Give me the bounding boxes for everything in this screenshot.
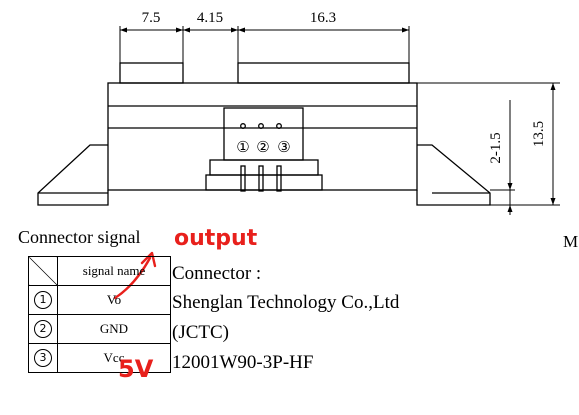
left-top-pad [119,62,184,84]
table-row: 1 Vo [28,285,171,315]
left-flange [37,144,109,206]
table-row: 3 Vcc [28,343,171,373]
dim-height-13-5: 13.5 [531,121,547,147]
right-margin-text: M [563,232,579,251]
signal-name: Vo [57,285,171,315]
dim-7-5: 7.5 [142,10,161,26]
signal-name: GND [57,314,171,344]
connector-company: Shenglan Technology Co.,Ltd [172,292,400,313]
connector-pin-2 [258,165,264,192]
connector-abbr: (JCTC) [172,322,229,343]
pin-label-2: ② [256,138,269,156]
connector-signal-table: signal name 1 Vo 2 GND 3 Vcc [28,256,171,373]
output-annotation: output [174,226,258,251]
connector-signal-title: Connector signal [18,227,141,247]
signal-name: Vcc [57,343,171,373]
right-flange [416,144,491,206]
connector-part-number: 12001W90-3P-HF [172,352,314,373]
dim-pin-2-1-5: 2-1.5 [488,132,504,163]
dim-4-15: 4.15 [197,10,223,26]
right-top-pad [237,62,410,84]
pin-number: 1 [34,291,52,309]
pin-label-1: ① [236,138,249,156]
table-corner-cell [28,256,58,286]
connector-pin-1 [240,165,246,192]
voltage-annotation: 5V [118,355,154,383]
connector-pin-3 [276,165,282,192]
dim-16-3: 16.3 [310,10,336,26]
signal-name-header: signal name [57,256,171,286]
pin-number: 3 [34,349,52,367]
table-row: 2 GND [28,314,171,344]
pin-label-3: ③ [277,138,290,156]
connector-label: Connector : [172,263,262,284]
pin-number: 2 [34,320,52,338]
